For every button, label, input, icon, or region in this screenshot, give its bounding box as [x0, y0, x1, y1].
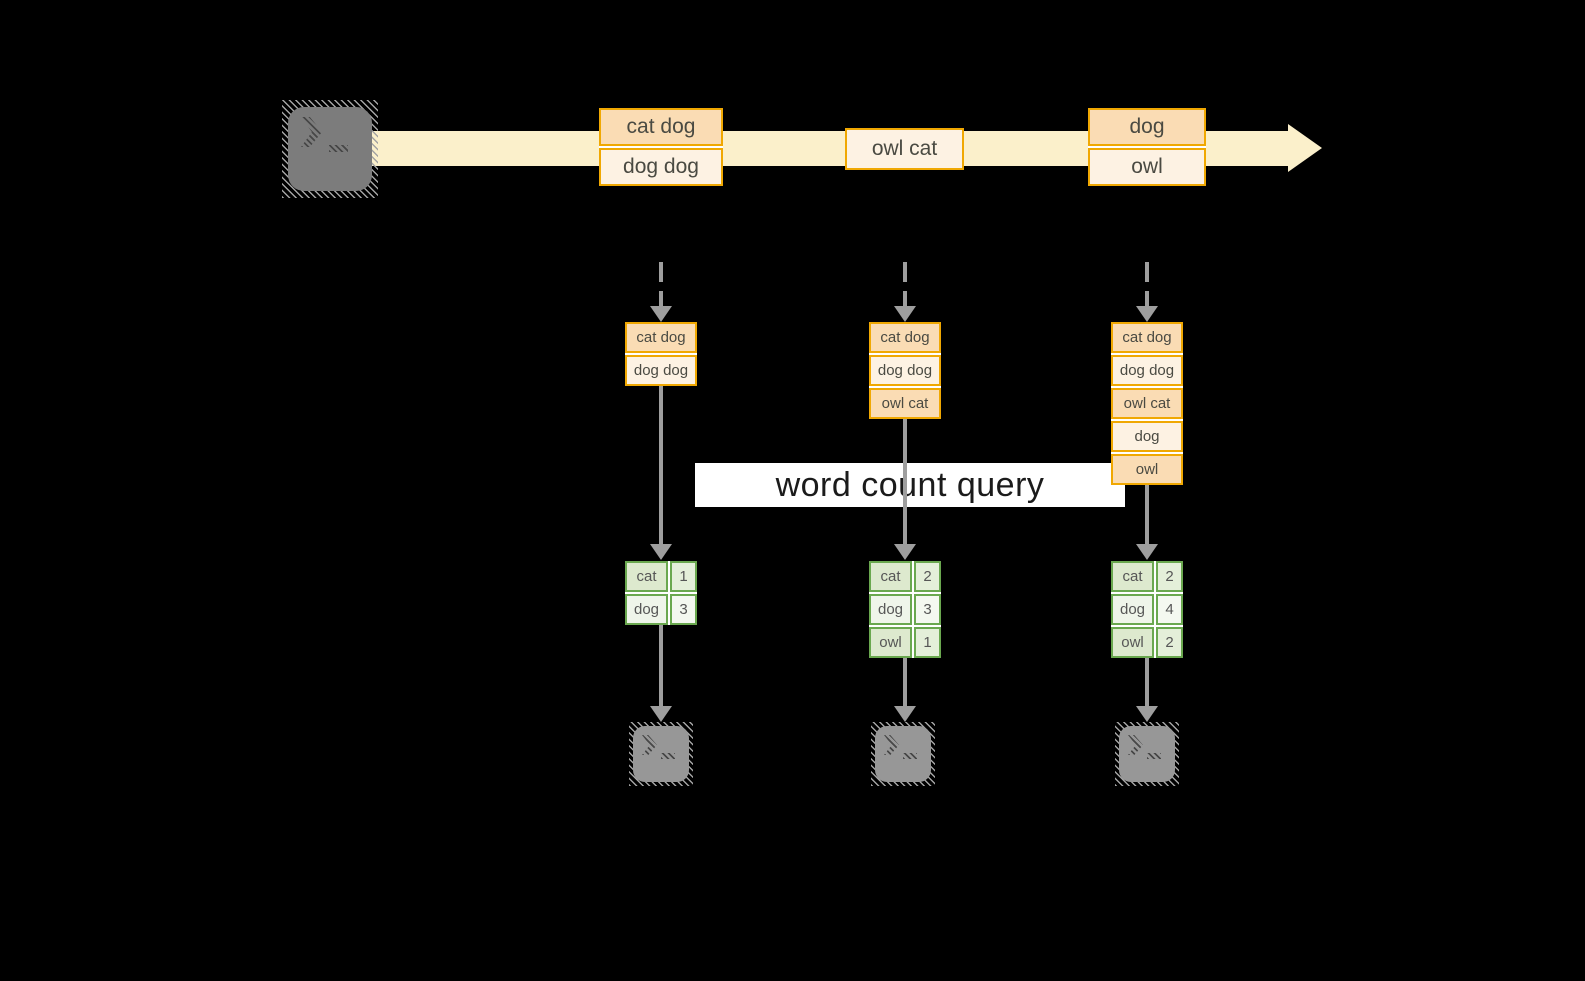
- query-banner-label: word count query: [775, 465, 1045, 504]
- dashed-arrow-segment: [1145, 291, 1149, 306]
- dashed-arrow-segment: [903, 291, 907, 306]
- buffer-stack-3: cat dog dog dog owl cat dog owl: [1111, 322, 1183, 485]
- count-table-3: cat 2 dog 4 owl 2: [1111, 561, 1183, 658]
- count-value-cell: 2: [1156, 561, 1183, 592]
- sink-terminal-icon: [629, 722, 693, 786]
- count-word-cell: owl: [869, 627, 912, 658]
- terminal-prompt-cursor-icon: [1147, 753, 1161, 759]
- count-value-cell: 3: [914, 594, 941, 625]
- terminal-prompt-cursor-icon: [661, 753, 675, 759]
- terminal-prompt-chevron-icon: [301, 117, 322, 147]
- connector-arrow: [1145, 485, 1149, 544]
- arrowhead-down-icon: [894, 544, 916, 560]
- buffer-record: cat dog: [1111, 322, 1183, 353]
- count-table-2: cat 2 dog 3 owl 1: [869, 561, 941, 658]
- terminal-prompt-chevron-icon: [642, 735, 657, 755]
- event-record: dog dog: [599, 148, 723, 186]
- event-record: dog: [1088, 108, 1206, 146]
- connector-arrow: [1145, 658, 1149, 706]
- count-value-cell: 2: [914, 561, 941, 592]
- buffer-record: owl cat: [1111, 388, 1183, 419]
- connector-arrow: [659, 386, 663, 544]
- count-value-cell: 2: [1156, 627, 1183, 658]
- terminal-body: [1119, 726, 1175, 782]
- source-terminal-icon: [282, 100, 378, 198]
- stream-event-group-3: dog owl: [1088, 108, 1206, 186]
- dashed-arrow-segment: [903, 262, 907, 282]
- connector-arrow: [903, 419, 907, 544]
- arrowhead-down-icon: [1136, 544, 1158, 560]
- arrowhead-down-icon: [650, 706, 672, 722]
- terminal-body: [288, 107, 372, 191]
- stream-event-group-1: cat dog dog dog: [599, 108, 723, 186]
- count-table-1: cat 1 dog 3: [625, 561, 697, 625]
- count-value-cell: 1: [914, 627, 941, 658]
- dashed-arrow-segment: [659, 262, 663, 282]
- count-word-cell: dog: [1111, 594, 1154, 625]
- count-word-cell: cat: [869, 561, 912, 592]
- terminal-prompt-chevron-icon: [884, 735, 899, 755]
- event-record: cat dog: [599, 108, 723, 146]
- arrowhead-down-icon: [1136, 306, 1158, 322]
- arrowhead-down-icon: [650, 306, 672, 322]
- terminal-prompt-cursor-icon: [903, 753, 917, 759]
- connector-arrow: [903, 658, 907, 706]
- count-value-cell: 4: [1156, 594, 1183, 625]
- buffer-record: owl cat: [869, 388, 941, 419]
- count-value-cell: 1: [670, 561, 697, 592]
- sink-terminal-icon: [1115, 722, 1179, 786]
- count-word-cell: cat: [625, 561, 668, 592]
- buffer-record: cat dog: [625, 322, 697, 353]
- stream-event-group-2: owl cat: [845, 128, 964, 170]
- event-record: owl: [1088, 148, 1206, 186]
- count-word-cell: dog: [869, 594, 912, 625]
- buffer-stack-1: cat dog dog dog: [625, 322, 697, 386]
- arrowhead-down-icon: [894, 306, 916, 322]
- event-record: owl cat: [845, 128, 964, 170]
- sink-terminal-icon: [871, 722, 935, 786]
- count-word-cell: cat: [1111, 561, 1154, 592]
- buffer-record: dog dog: [625, 355, 697, 386]
- terminal-prompt-cursor-icon: [329, 145, 348, 152]
- buffer-record: owl: [1111, 454, 1183, 485]
- count-word-cell: dog: [625, 594, 668, 625]
- buffer-record: dog dog: [1111, 355, 1183, 386]
- query-banner: word count query: [695, 463, 1125, 507]
- arrowhead-down-icon: [1136, 706, 1158, 722]
- buffer-record: dog dog: [869, 355, 941, 386]
- dashed-arrow-segment: [1145, 262, 1149, 282]
- buffer-stack-2: cat dog dog dog owl cat: [869, 322, 941, 419]
- dashed-arrow-segment: [659, 291, 663, 306]
- arrowhead-down-icon: [894, 706, 916, 722]
- arrowhead-down-icon: [650, 544, 672, 560]
- count-value-cell: 3: [670, 594, 697, 625]
- stream-arrowhead-icon: [1288, 124, 1322, 172]
- terminal-body: [875, 726, 931, 782]
- terminal-body: [633, 726, 689, 782]
- count-word-cell: owl: [1111, 627, 1154, 658]
- connector-arrow: [659, 625, 663, 706]
- buffer-record: cat dog: [869, 322, 941, 353]
- buffer-record: dog: [1111, 421, 1183, 452]
- terminal-prompt-chevron-icon: [1128, 735, 1143, 755]
